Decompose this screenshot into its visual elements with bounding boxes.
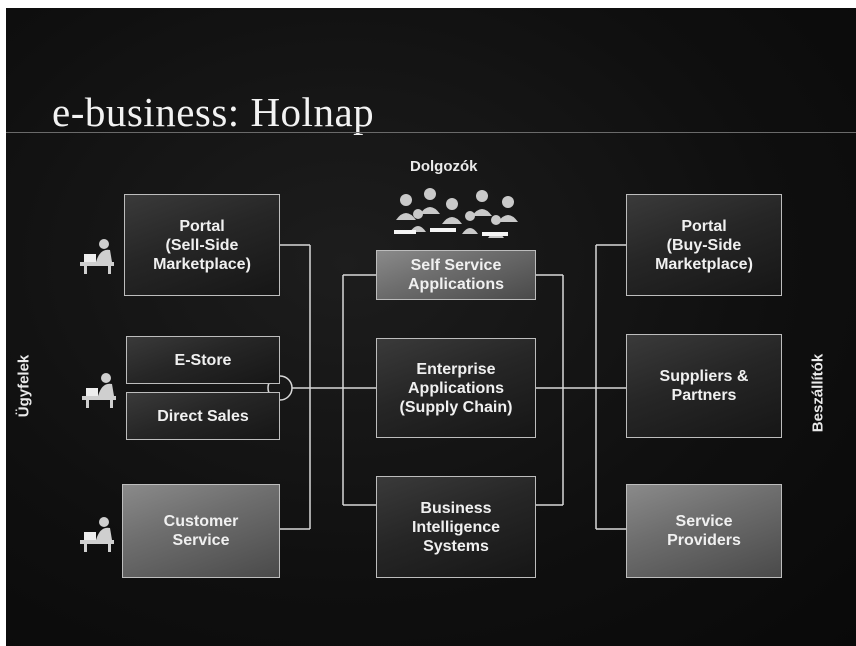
customer-service-box: Customer Service — [122, 484, 280, 578]
service-providers-label: Service Providers — [667, 513, 741, 549]
estore-label: E-Store — [174, 351, 232, 369]
person-at-desk-icon — [82, 373, 116, 408]
portal-buy-side-box: Portal (Buy-Side Marketplace) — [626, 194, 782, 296]
suppliers-partners-box: Suppliers & Partners — [626, 334, 782, 438]
estore-box: E-Store — [126, 336, 280, 384]
person-at-desk-icon — [80, 517, 114, 552]
service-providers-box: Service Providers — [626, 484, 782, 578]
direct-sales-box: Direct Sales — [126, 392, 280, 440]
self-service-label: Self Service Applications — [407, 257, 504, 293]
employees-group-icon — [394, 188, 518, 238]
suppliers-label: Beszállítók — [809, 353, 827, 433]
portal-sell-side-label: Portal (Sell-Side Marketplace) — [153, 217, 251, 273]
portal-sell-side-box: Portal (Sell-Side Marketplace) — [124, 194, 280, 296]
customer-service-label: Customer Service — [163, 513, 239, 549]
slide-title: e-business: Holnap — [52, 89, 375, 135]
portal-buy-side-label: Portal (Buy-Side Marketplace) — [655, 217, 753, 273]
enterprise-applications-box: Enterprise Applications (Supply Chain) — [376, 338, 536, 438]
employees-label: Dolgozók — [410, 158, 478, 175]
connector-lines — [267, 244, 626, 530]
person-at-desk-icon — [80, 239, 114, 274]
suppliers-partners-label: Suppliers & Partners — [659, 368, 749, 404]
enterprise-applications-label: Enterprise Applications (Supply Chain) — [399, 360, 513, 416]
junction-circle — [267, 375, 293, 401]
title-divider — [6, 132, 856, 133]
business-intelligence-box: Business Intelligence Systems — [376, 476, 536, 578]
slide: e-business: Holnap Po — [6, 8, 856, 646]
self-service-box: Self Service Applications — [376, 250, 536, 300]
business-intelligence-label: Business Intelligence Systems — [411, 499, 501, 555]
direct-sales-label: Direct Sales — [157, 407, 249, 425]
customers-label: Ügyfelek — [15, 354, 33, 418]
